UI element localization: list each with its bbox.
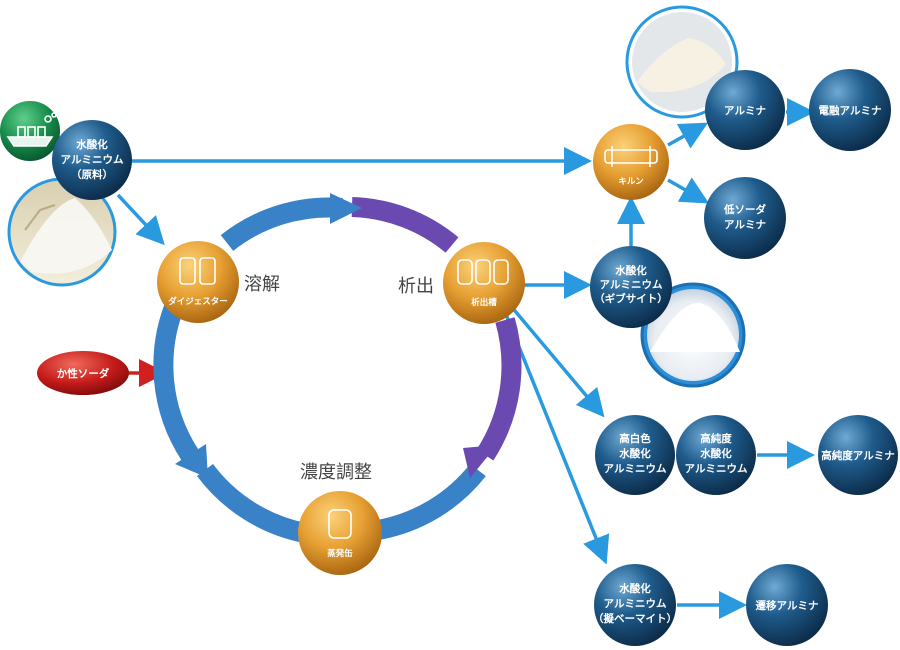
arrow-kiln-to-alumina [667, 122, 709, 149]
cycle-arrowhead-right [463, 445, 497, 478]
kiln-label: キルン [618, 177, 644, 187]
low-soda-line1: 低ソーダ [723, 203, 766, 216]
fused-alumina-label: 電融アルミナ [819, 104, 882, 117]
tank-icon [179, 257, 216, 285]
ship-icon [6, 112, 57, 147]
raw-material-line1: 水酸化 [75, 138, 108, 151]
orb-alumina: アルミナ [705, 70, 785, 150]
orb-gibbsite: 水酸化 アルミニウム （ギブサイト） [590, 246, 672, 328]
alumina-powder-photo [625, 5, 739, 119]
gibbsite-powder-photo [640, 282, 746, 388]
gibbsite-line3: （ギブサイト） [594, 292, 668, 305]
digester-label: ダイジェスター [168, 296, 228, 307]
raw-material-line3: （原料） [71, 168, 113, 181]
hp-hydroxide-line2: 水酸化 [699, 447, 732, 460]
arrow-precip-to-highwhite [508, 303, 605, 418]
low-soda-line2: アルミナ [724, 219, 766, 231]
high-white-line1: 高白色 [619, 432, 651, 445]
cycle-arc-top [220, 197, 343, 251]
orb-kiln: キルン [593, 124, 669, 200]
orb-boehmite: 水酸化 アルミニウム （擬ベーマイト） [593, 564, 677, 646]
transition-alumina-label: 遷移アルミナ [756, 599, 819, 612]
step-dissolution: 溶解 [244, 274, 280, 295]
orb-raw-material: 水酸化 アルミニウム （原料） [52, 120, 132, 200]
cycle-arc-right [476, 317, 522, 461]
orb-high-purity-hydroxide: 高純度 水酸化 アルミニウム [676, 415, 756, 495]
orb-low-soda-alumina: 低ソーダ アルミナ [704, 177, 786, 259]
step-precipitation: 析出 [398, 276, 434, 297]
hp-hydroxide-line1: 高純度 [700, 432, 732, 445]
gibbsite-line1: 水酸化 [614, 264, 647, 277]
connectors [116, 98, 815, 619]
cycle-arrowhead-top [330, 193, 362, 224]
step-concentration: 濃度調整 [300, 462, 372, 483]
caustic-soda-input: か性ソーダ [37, 351, 129, 395]
orb-high-purity-alumina: 高純度アルミナ [818, 415, 898, 495]
boehmite-line1: 水酸化 [618, 582, 651, 595]
cycle-arc-lower-right [376, 463, 486, 540]
ship-photo [0, 99, 62, 163]
orb-fused-alumina: 電融アルミナ [809, 69, 891, 151]
hp-hydroxide-line3: アルミニウム [685, 463, 748, 475]
alumina-label: アルミナ [724, 105, 766, 117]
kiln-icon [604, 146, 658, 167]
orb-digester: ダイジェスター [157, 241, 239, 323]
caustic-soda-label: か性ソーダ [57, 367, 110, 380]
precipitator-label: 析出槽 [471, 297, 497, 308]
high-white-line2: 水酸化 [618, 447, 651, 460]
orb-evaporator: 蒸発缶 [298, 491, 382, 575]
tank-icon [457, 259, 509, 285]
boehmite-line3: （擬ベーマイト） [593, 612, 677, 625]
cycle-arc-left [153, 296, 199, 461]
tank-icon [328, 509, 352, 539]
cycle-arc-bottom [196, 463, 308, 543]
process-cycle [153, 193, 522, 543]
evaporator-label: 蒸発缶 [327, 548, 353, 559]
arrow-raw-to-digester [116, 193, 165, 246]
boehmite-line2: アルミニウム [604, 598, 667, 610]
arrow-precip-to-boehmite [503, 311, 610, 565]
hp-alumina-label: 高純度アルミナ [821, 449, 894, 462]
cycle-arc-upper-right [351, 197, 459, 253]
arrow-kiln-to-lowsoda [667, 177, 710, 204]
gibbsite-line2: アルミニウム [600, 279, 663, 291]
stockpile-photo [7, 177, 117, 287]
raw-material-line2: アルミニウム [61, 154, 124, 166]
orb-high-white: 高白色 水酸化 アルミニウム [595, 415, 675, 495]
cycle-arrowhead-left [175, 444, 208, 478]
high-white-line3: アルミニウム [604, 463, 667, 475]
orb-precipitator: 析出槽 [443, 242, 525, 324]
orb-transition-alumina: 遷移アルミナ [746, 564, 828, 646]
